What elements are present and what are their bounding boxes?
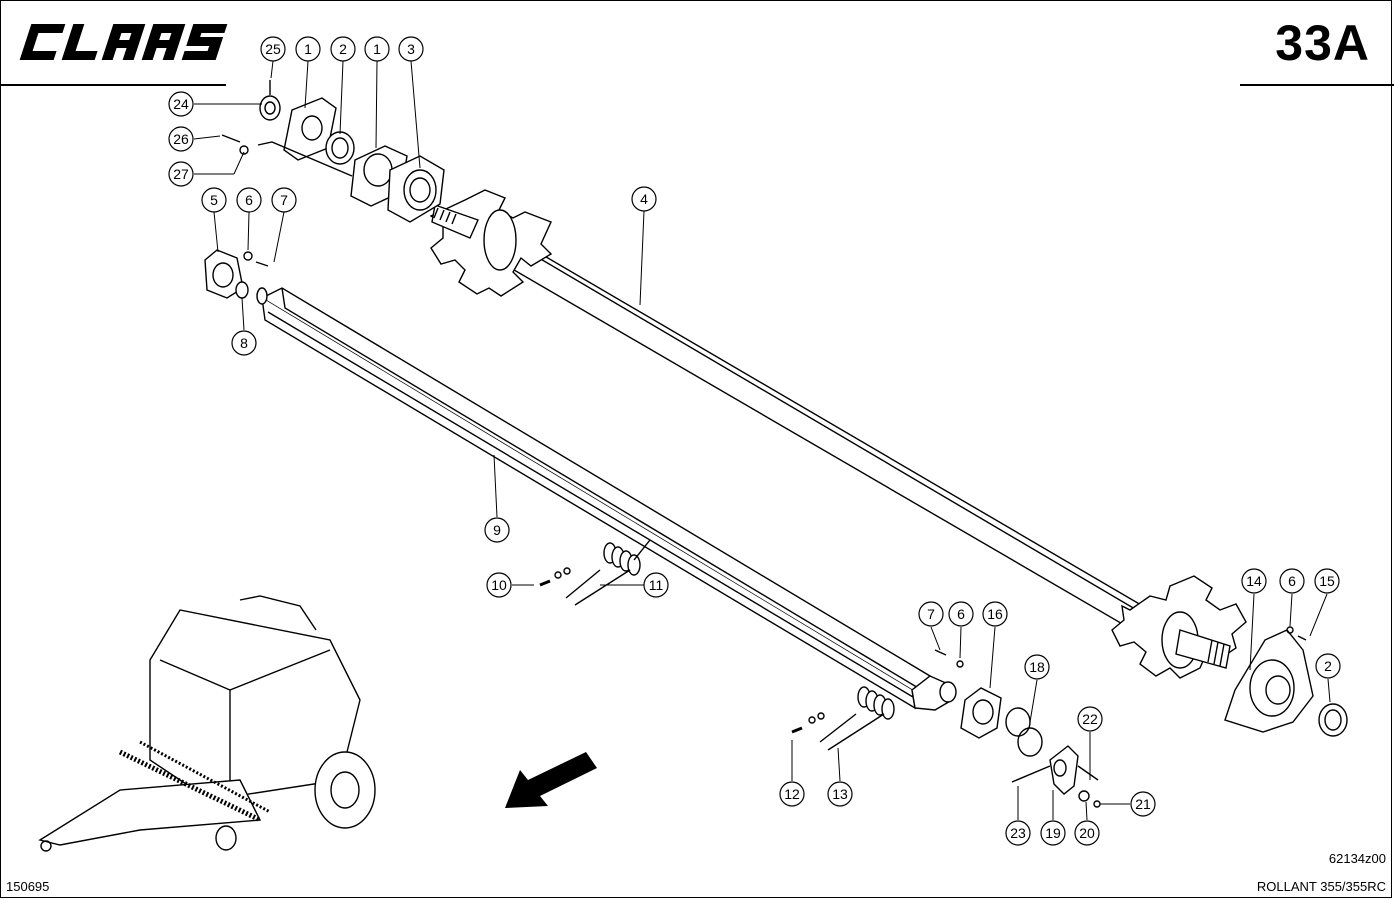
callout-4: 4 xyxy=(631,186,657,212)
svg-text:26: 26 xyxy=(173,131,189,147)
bearing-housing-right xyxy=(934,649,1043,757)
svg-text:2: 2 xyxy=(1324,658,1332,674)
svg-text:25: 25 xyxy=(265,41,281,57)
direction-arrow xyxy=(505,752,597,808)
svg-text:20: 20 xyxy=(1079,825,1095,841)
svg-text:10: 10 xyxy=(491,577,507,593)
callout-15: 15 xyxy=(1314,568,1340,594)
svg-text:2: 2 xyxy=(339,41,347,57)
callout-7: 7 xyxy=(918,601,944,627)
callout-5: 5 xyxy=(201,187,227,213)
callout-1: 1 xyxy=(295,36,321,62)
lever-19 xyxy=(1011,745,1101,808)
callout-25: 25 xyxy=(260,36,286,62)
callout-18: 18 xyxy=(1024,654,1050,680)
spring-11 xyxy=(539,539,651,606)
callout-11: 11 xyxy=(643,572,669,598)
callout-27: 27 xyxy=(168,161,194,187)
svg-text:19: 19 xyxy=(1045,825,1061,841)
callout-14: 14 xyxy=(1241,568,1267,594)
leader-lines xyxy=(193,60,1331,821)
sheet-id: 150695 xyxy=(6,879,50,894)
svg-text:8: 8 xyxy=(240,335,248,351)
model-name: ROLLANT 355/355RC xyxy=(1256,879,1386,894)
callout-19: 19 xyxy=(1040,820,1066,846)
svg-text:16: 16 xyxy=(987,606,1003,622)
callout-2: 2 xyxy=(1315,653,1341,679)
svg-text:3: 3 xyxy=(407,41,415,57)
bearing-housing-left xyxy=(204,249,269,299)
callout-26: 26 xyxy=(168,126,194,152)
main-shaft xyxy=(429,189,1247,679)
svg-text:9: 9 xyxy=(493,522,501,538)
drawing-code: 62134z00 xyxy=(1328,851,1386,866)
callout-1: 1 xyxy=(364,36,390,62)
svg-text:14: 14 xyxy=(1246,573,1262,589)
callout-7: 7 xyxy=(271,187,297,213)
callout-10: 10 xyxy=(486,572,512,598)
svg-text:24: 24 xyxy=(173,96,189,112)
svg-text:7: 7 xyxy=(927,606,935,622)
callout-6: 6 xyxy=(948,601,974,627)
callout-8: 8 xyxy=(231,330,257,356)
svg-text:6: 6 xyxy=(957,606,965,622)
svg-text:4: 4 xyxy=(640,191,648,207)
svg-text:13: 13 xyxy=(832,786,848,802)
svg-text:11: 11 xyxy=(649,577,664,593)
bearing-group-top xyxy=(221,80,445,223)
svg-text:27: 27 xyxy=(173,166,189,182)
baler-thumbnail xyxy=(38,595,376,852)
claas-logo xyxy=(12,22,237,67)
svg-text:1: 1 xyxy=(304,41,312,57)
svg-text:6: 6 xyxy=(245,192,253,208)
svg-text:7: 7 xyxy=(280,192,288,208)
svg-text:18: 18 xyxy=(1029,659,1045,675)
callout-12: 12 xyxy=(779,781,805,807)
callout-22: 22 xyxy=(1077,706,1103,732)
svg-text:15: 15 xyxy=(1319,573,1335,589)
callout-2: 2 xyxy=(330,36,356,62)
callout-20: 20 xyxy=(1074,820,1100,846)
svg-text:5: 5 xyxy=(210,192,218,208)
callout-3: 3 xyxy=(398,36,424,62)
callout-9: 9 xyxy=(484,517,510,543)
callout-16: 16 xyxy=(982,601,1008,627)
svg-text:21: 21 xyxy=(1135,796,1151,812)
svg-text:22: 22 xyxy=(1082,711,1098,727)
sprocket-14 xyxy=(1224,626,1348,737)
svg-text:1: 1 xyxy=(373,41,381,57)
callout-21: 21 xyxy=(1130,791,1156,817)
svg-text:23: 23 xyxy=(1010,825,1026,841)
page-number: 33A xyxy=(1275,15,1370,71)
spring-13 xyxy=(791,686,895,751)
callout-23: 23 xyxy=(1005,820,1031,846)
svg-text:6: 6 xyxy=(1288,573,1296,589)
callout-6: 6 xyxy=(236,187,262,213)
square-shaft xyxy=(256,287,957,711)
callout-13: 13 xyxy=(827,781,853,807)
svg-text:12: 12 xyxy=(784,786,800,802)
callout-24: 24 xyxy=(168,91,194,117)
callout-6: 6 xyxy=(1279,568,1305,594)
